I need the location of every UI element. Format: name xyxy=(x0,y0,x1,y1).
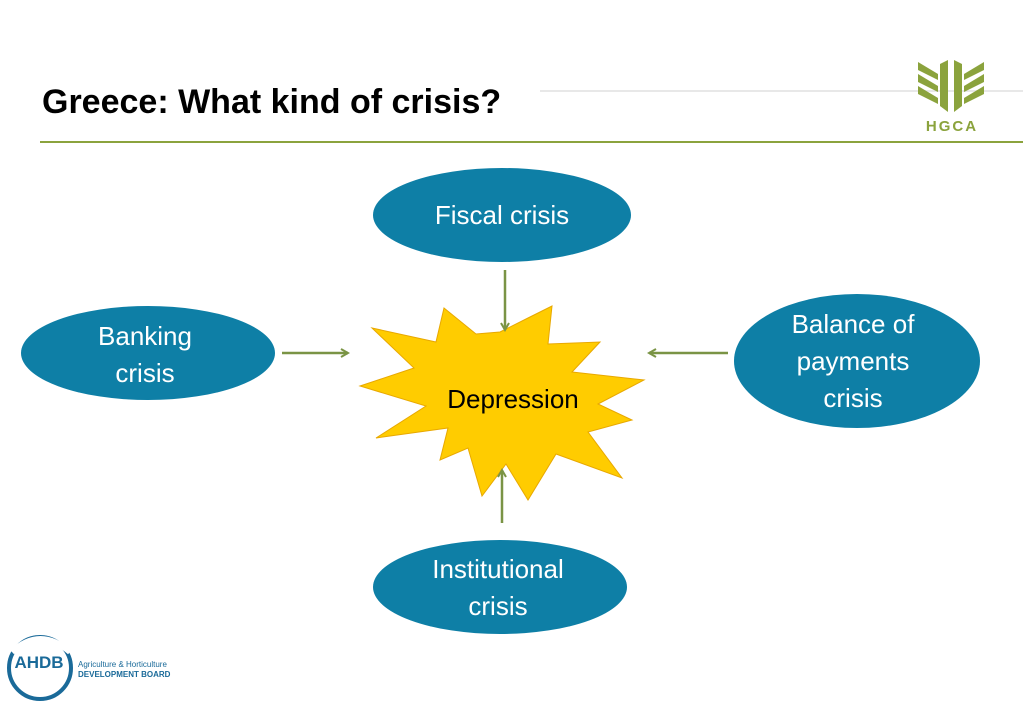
fiscal-crisis-line1: Fiscal crisis xyxy=(434,199,570,230)
ahdb-logo-text: AHDB xyxy=(14,653,64,672)
ahdb-subtitle-1: Agriculture & Horticulture xyxy=(78,660,167,669)
banking-crisis-line2: crisis xyxy=(115,358,175,388)
ahdb-logo xyxy=(7,635,73,701)
ahdb-subtitle-2: DEVELOPMENT BOARD xyxy=(78,670,171,679)
banking-crisis-label: Banking crisis xyxy=(40,318,250,392)
balance-line1: Balance of xyxy=(791,309,915,339)
depression-starburst xyxy=(358,305,646,501)
institutional-line1: Institutional xyxy=(432,554,564,584)
balance-line3: crisis xyxy=(823,383,883,413)
slide-title: Greece: What kind of crisis? xyxy=(42,83,502,121)
banking-crisis-node xyxy=(21,306,275,400)
hgca-wheat-logo xyxy=(918,60,984,112)
fiscal-crisis-label: Fiscal crisis xyxy=(382,192,622,238)
title-faint-line xyxy=(540,90,1023,92)
institutional-line2: crisis xyxy=(468,591,528,621)
institutional-crisis-label: Institutional crisis xyxy=(386,551,610,625)
depression-label: Depression xyxy=(447,384,579,414)
balance-of-payments-crisis-node xyxy=(734,294,980,428)
hgca-logo-text: HGCA xyxy=(925,118,979,135)
balance-of-payments-label: Balance of payments crisis xyxy=(748,306,958,417)
title-underline xyxy=(40,141,1023,143)
institutional-crisis-node xyxy=(373,540,627,634)
fiscal-crisis-node xyxy=(373,168,631,262)
balance-line2: payments xyxy=(796,346,910,376)
banking-crisis-line1: Banking xyxy=(98,321,192,351)
